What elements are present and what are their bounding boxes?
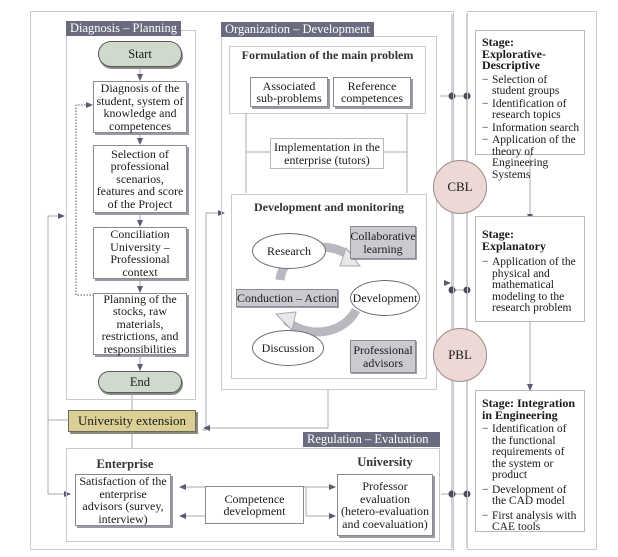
dash: −	[482, 97, 489, 110]
dash: −	[482, 483, 489, 496]
stage-item: −Application of the theory of Engineerin…	[482, 134, 580, 181]
outer-frame-stages	[467, 11, 597, 550]
stage-item: −Application of the physical and mathema…	[482, 256, 580, 315]
implementation-label: Implementation in the enterprise (tutors…	[274, 140, 380, 167]
professor-evaluation-label: Professor evaluation (hetero-evaluation …	[341, 479, 429, 531]
regulation-evaluation-title: Regulation – Evaluation	[303, 432, 440, 447]
stage-item: −Identification of the functional requir…	[482, 423, 580, 482]
professional-advisors-label: Professional advisors	[353, 343, 413, 370]
step-selection: Selection of professional scenarios, fea…	[93, 145, 187, 213]
university-extension-label: University extension	[78, 413, 186, 428]
formulation-heading: Formulation of the main problem	[241, 48, 414, 62]
step-planning: Planning of the stocks, raw materials, r…	[93, 293, 187, 355]
stage-item: −Selection of student groups	[482, 73, 580, 98]
stage-item: −Information search	[482, 121, 580, 135]
end-label: End	[129, 374, 151, 389]
stage-item-text: Application of the theory of Engineering…	[492, 134, 576, 181]
cycle-discussion-label: Discussion	[261, 340, 315, 355]
stage-item: −Identification of research topics	[482, 97, 580, 122]
start-terminal: Start	[98, 41, 182, 67]
stage-item-text: Information search	[492, 121, 580, 134]
cbl-label: CBL	[447, 179, 473, 194]
cycle-development: Development	[350, 280, 420, 316]
stage-item-text: Identification of the functional require…	[492, 423, 567, 481]
stage-integration: Stage: Integration in Engineering −Ident…	[475, 390, 585, 534]
stage-integration-title: Stage: Integration in Engineering	[482, 396, 575, 422]
step-selection-label: Selection of professional scenarios, fea…	[96, 146, 184, 211]
feedback-dotted-line	[75, 104, 97, 296]
pbl-circle: PBL	[433, 328, 487, 382]
stage-explanatory-list: −Application of the physical and mathema…	[482, 256, 580, 315]
stage-item: −Development of the CAD model	[482, 483, 580, 508]
university-heading: University	[357, 455, 413, 469]
university-extension-box: University extension	[68, 410, 196, 432]
stage-item-text: Application of the physical and mathemat…	[492, 256, 576, 314]
implementation-box: Implementation in the enterprise (tutors…	[270, 138, 384, 169]
end-terminal: End	[98, 371, 182, 393]
stage-explorative-title: Stage: Explorative-Descriptive	[482, 35, 546, 72]
associated-subproblems-box: Associated sub-problems	[250, 77, 328, 107]
collaborative-learning-box: Collaborative learning	[350, 226, 416, 259]
enterprise-satisfaction-box: Satisfaction of the enterprise advisors …	[75, 474, 171, 526]
dash: −	[482, 256, 489, 268]
enterprise-satisfaction-label: Satisfaction of the enterprise advisors …	[79, 474, 167, 526]
reference-competences-label: Reference competences	[341, 78, 403, 105]
stage-explorative-list: −Selection of student groups −Identifica…	[482, 73, 580, 182]
organization-development-title: Organization – Development	[221, 22, 374, 37]
dash: −	[482, 509, 489, 522]
stage-explanatory: Stage: Explanatory −Application of the p…	[475, 216, 585, 322]
competence-development-label: Competence development	[223, 491, 286, 518]
pbl-label: PBL	[448, 347, 472, 362]
stage-integration-list: −Identification of the functional requir…	[482, 423, 580, 534]
dash: −	[482, 121, 489, 134]
step-diagnosis: Diagnosis of the student, system of know…	[93, 81, 187, 133]
competence-development-box: Competence development	[205, 486, 304, 524]
diagnosis-planning-title: Diagnosis – Planning	[66, 21, 181, 36]
professional-advisors-box: Professional advisors	[350, 340, 416, 373]
start-label: Start	[128, 46, 152, 61]
cycle-research: Research	[252, 233, 326, 269]
stage-explanatory-title: Stage: Explanatory	[482, 227, 547, 253]
stage-explorative: Stage: Explorative-Descriptive −Selectio…	[475, 30, 585, 180]
cycle-research-label: Research	[267, 243, 311, 258]
enterprise-heading: Enterprise	[96, 457, 154, 471]
step-planning-label: Planning of the stocks, raw materials, r…	[101, 291, 179, 356]
step-diagnosis-label: Diagnosis of the student, system of know…	[96, 81, 184, 133]
dash: −	[482, 73, 489, 86]
regulation-evaluation-panel	[66, 448, 440, 542]
stage-item: −First analysis with CAE tools	[482, 509, 580, 534]
cycle-development-label: Development	[352, 290, 418, 305]
development-monitoring-box	[231, 194, 427, 379]
step-conciliation-label: Conciliation University – Professional c…	[110, 227, 170, 279]
step-conciliation: Conciliation University – Professional c…	[93, 227, 187, 279]
conduction-action-label: Conduction – Action	[237, 290, 337, 305]
development-monitoring-heading: Development and monitoring	[254, 200, 404, 214]
stage-item-text: First analysis with CAE tools	[492, 509, 577, 533]
cycle-arc-bottom	[282, 307, 361, 337]
cbl-circle: CBL	[433, 160, 487, 214]
stage-item-text: Identification of research topics	[492, 97, 567, 121]
cycle-discussion: Discussion	[252, 330, 324, 366]
outer-frame-left	[30, 11, 454, 550]
reference-competences-box: Reference competences	[333, 77, 411, 107]
stage-item-text: Development of the CAD model	[492, 483, 567, 507]
dash: −	[482, 423, 489, 435]
dash: −	[482, 134, 489, 146]
conduction-action-box: Conduction – Action	[236, 289, 338, 307]
collaborative-learning-label: Collaborative learning	[350, 229, 416, 256]
stage-item-text: Selection of student groups	[492, 73, 560, 97]
associated-subproblems-label: Associated sub-problems	[256, 78, 322, 105]
professor-evaluation-box: Professor evaluation (hetero-evaluation …	[337, 474, 433, 536]
